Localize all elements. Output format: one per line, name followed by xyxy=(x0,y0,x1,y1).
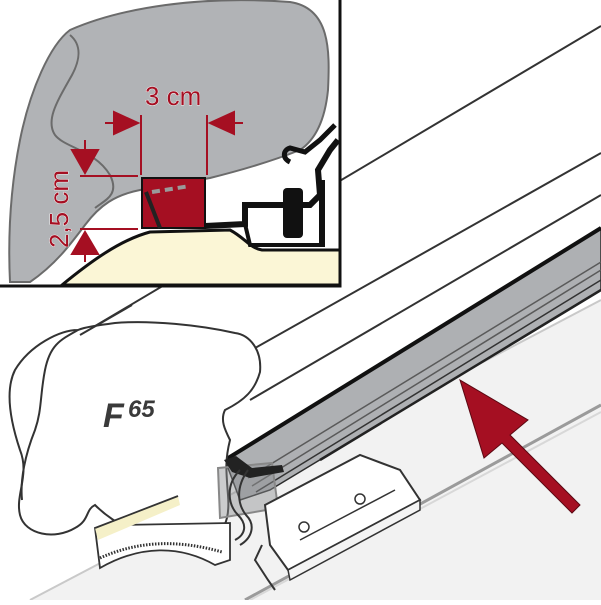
dimension-width: 3 cm xyxy=(105,81,243,175)
detail-inset: 3 cm 2,5 cm xyxy=(0,0,342,288)
logo-letter: F xyxy=(103,397,125,435)
hardware-arm xyxy=(204,138,341,229)
hardware-base xyxy=(243,223,325,247)
adapter-cream-face xyxy=(95,496,180,540)
arrow-up-icon xyxy=(70,230,100,262)
mounting-block xyxy=(141,177,206,229)
awning-body xyxy=(8,0,330,283)
bracket-hole-2 xyxy=(354,493,366,505)
dimension-height-label: 2,5 cm xyxy=(44,170,74,248)
serrated-adapter xyxy=(93,522,231,570)
direction-arrow xyxy=(459,378,581,514)
dimension-height: 2,5 cm xyxy=(44,140,138,262)
adapter-left-edge xyxy=(94,495,179,529)
hook-profile-2 xyxy=(238,469,253,546)
main-illustration: F 65 xyxy=(8,25,601,602)
block-dashes xyxy=(151,184,191,194)
wall-profile xyxy=(57,228,342,287)
f65-logo: F 65 xyxy=(103,396,155,435)
wall-bracket-ledge xyxy=(299,489,396,541)
inset-border xyxy=(0,0,342,288)
hardware-bolt xyxy=(283,188,303,238)
hardware-hook xyxy=(281,123,337,165)
bracket-hole-1 xyxy=(298,521,310,533)
dimension-width-label: 3 cm xyxy=(145,81,201,111)
bracket-hook xyxy=(253,544,276,591)
awning-inner-curve xyxy=(50,34,115,209)
housing-lower-line xyxy=(249,194,601,401)
rail-bottom-edge xyxy=(319,288,601,462)
block-diagonal xyxy=(144,191,162,229)
housing-top-connect xyxy=(79,304,133,336)
rail-top-edge xyxy=(223,226,601,462)
logo-number: 65 xyxy=(128,396,155,423)
rail-groove-3 xyxy=(255,279,601,493)
wall-bracket-lower xyxy=(287,498,421,582)
awning-end-cap-inner xyxy=(20,329,79,501)
arrow-left-icon xyxy=(207,110,243,136)
rail-groove-1 xyxy=(247,261,601,479)
arrow-right-icon xyxy=(105,110,141,136)
hook-profile xyxy=(228,469,246,541)
housing-mid-line xyxy=(224,152,601,366)
rail-groove-2 xyxy=(251,269,601,487)
arrow-down-icon xyxy=(70,140,100,176)
